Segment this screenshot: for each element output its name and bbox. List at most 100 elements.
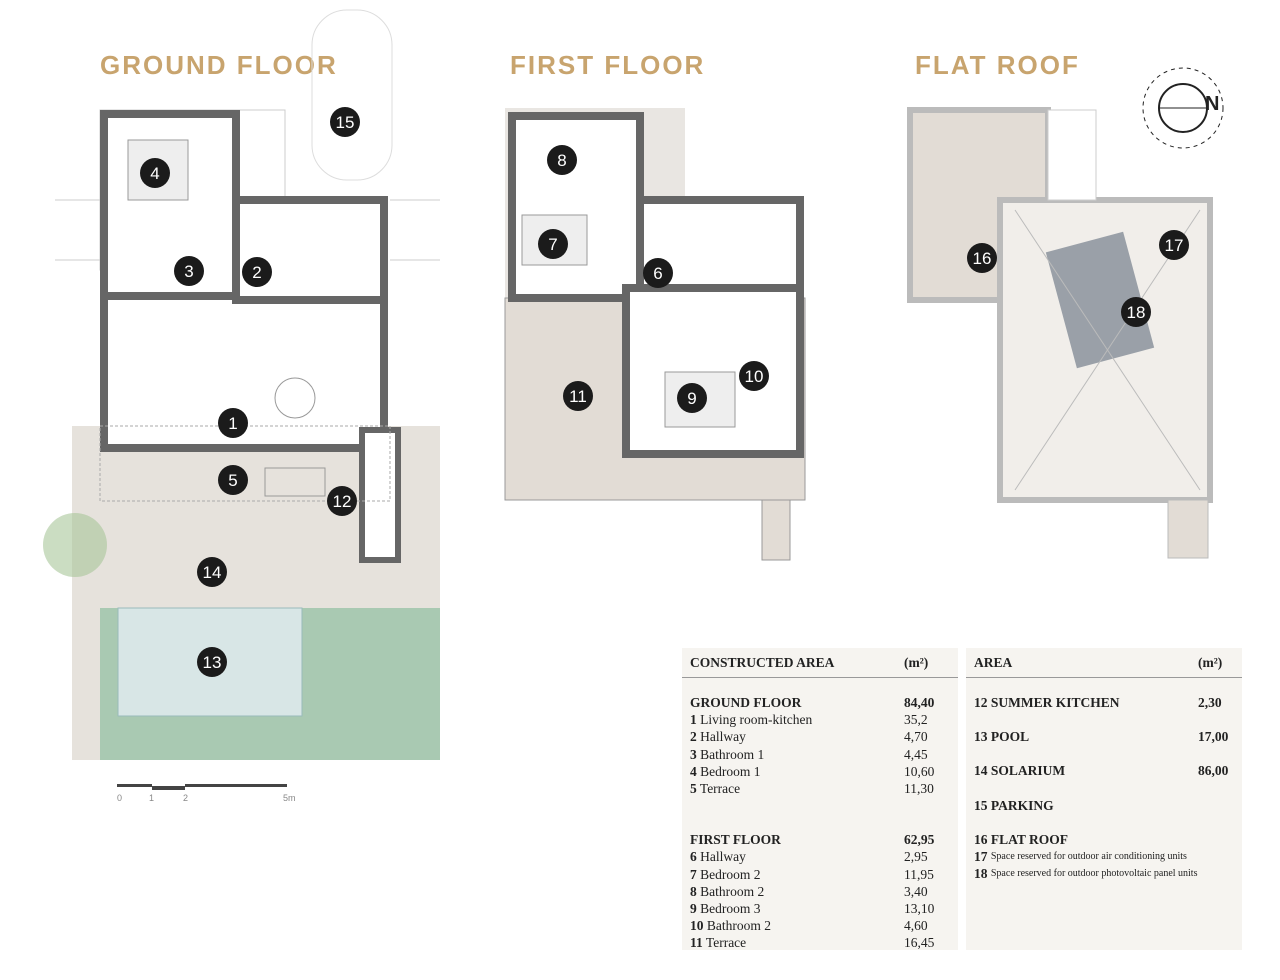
room-name: Terrace (705, 935, 747, 951)
marker-number: 17 (1165, 236, 1184, 255)
scale-5m: 5m (283, 793, 296, 803)
scale-2: 2 (183, 793, 189, 803)
area-value: 86,00 (1198, 763, 1229, 779)
ground-label: GROUND FLOOR (690, 695, 802, 710)
room-marker-3: 3 (174, 256, 204, 286)
area-row: 15 PARKING (966, 797, 1242, 814)
room-name: Hallway (700, 849, 746, 865)
room-marker-16: 16 (967, 243, 997, 273)
pv-panels (1045, 231, 1155, 369)
marker-number: 16 (973, 249, 992, 268)
room-area: 4,45 (904, 746, 928, 762)
marker-number: 15 (336, 113, 355, 132)
marker-number: 3 (184, 262, 193, 281)
room-area: 4,70 (904, 729, 928, 745)
room-number: 7 (690, 866, 697, 882)
room-row: 7 Bedroom 2 11,95 (682, 866, 958, 883)
room-number: 8 (690, 883, 697, 899)
unit: (m²) (904, 655, 929, 670)
note-row: 17 Space reserved for outdoor air condit… (966, 848, 1242, 865)
area-label: 12 SUMMER KITCHEN (974, 695, 1120, 710)
room-marker-4: 4 (140, 158, 170, 188)
room-number: 10 (690, 918, 704, 934)
room-area: 35,2 (904, 712, 928, 728)
room-marker-11: 11 (563, 381, 593, 411)
marker-number: 13 (203, 653, 222, 672)
marker-number: 9 (687, 389, 696, 408)
room-number: 11 (690, 935, 703, 951)
room-area: 16,45 (904, 935, 935, 951)
marker-number: 4 (150, 164, 159, 183)
area-value: 2,30 (1198, 695, 1222, 710)
first-label: FIRST FLOOR (690, 832, 781, 848)
room-marker-13: 13 (197, 647, 227, 677)
first-value: 62,95 (904, 832, 935, 848)
room-area: 2,95 (904, 849, 928, 865)
area-row: 16 FLAT ROOF (966, 831, 1242, 848)
room-marker-1: 1 (218, 408, 248, 438)
room-area: 4,60 (904, 918, 928, 934)
palm-tree (43, 513, 107, 577)
scale-0: 0 (117, 793, 123, 803)
room-name: Living room-kitchen (700, 712, 813, 728)
ground-floor-title: GROUND FLOOR (100, 50, 338, 80)
room-marker-6: 6 (643, 258, 673, 288)
room-area: 3,40 (904, 883, 928, 899)
area-value (1198, 797, 1234, 814)
scale-bar (117, 784, 287, 790)
room-area: 11,30 (904, 781, 934, 797)
note-text: Space reserved for outdoor air condition… (990, 851, 1187, 863)
room-number: 6 (690, 849, 697, 865)
note-number: 17 (974, 849, 988, 865)
marker-number: 10 (745, 367, 764, 386)
room-name: Bedroom 2 (700, 866, 761, 882)
note-number: 18 (974, 866, 988, 882)
room-row: 6 Hallway 2,95 (682, 848, 958, 865)
area-row: 12 SUMMER KITCHEN 2,30 (966, 694, 1242, 711)
ground-floor-plan (43, 9, 440, 760)
flat-roof-plan (907, 107, 1213, 559)
room-marker-12: 12 (327, 486, 357, 516)
room-marker-10: 10 (739, 361, 769, 391)
scale-1: 1 (149, 793, 155, 803)
room-number: 5 (690, 781, 697, 797)
room-name: Bathroom 1 (700, 746, 765, 762)
room-marker-8: 8 (547, 145, 577, 175)
unit: (m²) (1198, 655, 1223, 670)
room-marker-2: 2 (242, 257, 272, 287)
room-name: Terrace (699, 781, 741, 797)
room-marker-18: 18 (1121, 297, 1151, 327)
room-marker-17: 17 (1159, 230, 1189, 260)
car-outline (311, 9, 393, 181)
marker-number: 2 (252, 263, 261, 282)
room-row: 11 Terrace 16,45 (682, 934, 958, 951)
area-label: 16 FLAT ROOF (974, 831, 1069, 847)
summer-kitchen (359, 427, 401, 563)
note-row: 18 Space reserved for outdoor photovolta… (966, 865, 1242, 882)
room-name: Bedroom 1 (700, 763, 761, 779)
marker-number: 6 (653, 264, 662, 283)
marker-number: 11 (569, 387, 587, 406)
header: CONSTRUCTED AREA (690, 655, 835, 670)
flat-roof-title: FLAT ROOF (915, 50, 1080, 80)
area-value (1198, 831, 1234, 848)
room-area: 13,10 (904, 901, 935, 917)
first-floor-title: FIRST FLOOR (510, 50, 706, 80)
room-marker-15: 15 (330, 107, 360, 137)
room-marker-14: 14 (197, 557, 227, 587)
area-label: 15 PARKING (974, 797, 1054, 813)
first-floor-plan (504, 108, 806, 561)
header: AREA (974, 655, 1013, 670)
room-area: 10,60 (904, 763, 935, 779)
note-text: Space reserved for outdoor photovoltaic … (990, 868, 1198, 880)
room-name: Bedroom 3 (700, 901, 761, 917)
marker-number: 8 (557, 151, 566, 170)
room-row: 5 Terrace 11,30 (682, 780, 958, 797)
room-area: 11,95 (904, 866, 934, 882)
ground-value: 84,40 (904, 695, 935, 710)
